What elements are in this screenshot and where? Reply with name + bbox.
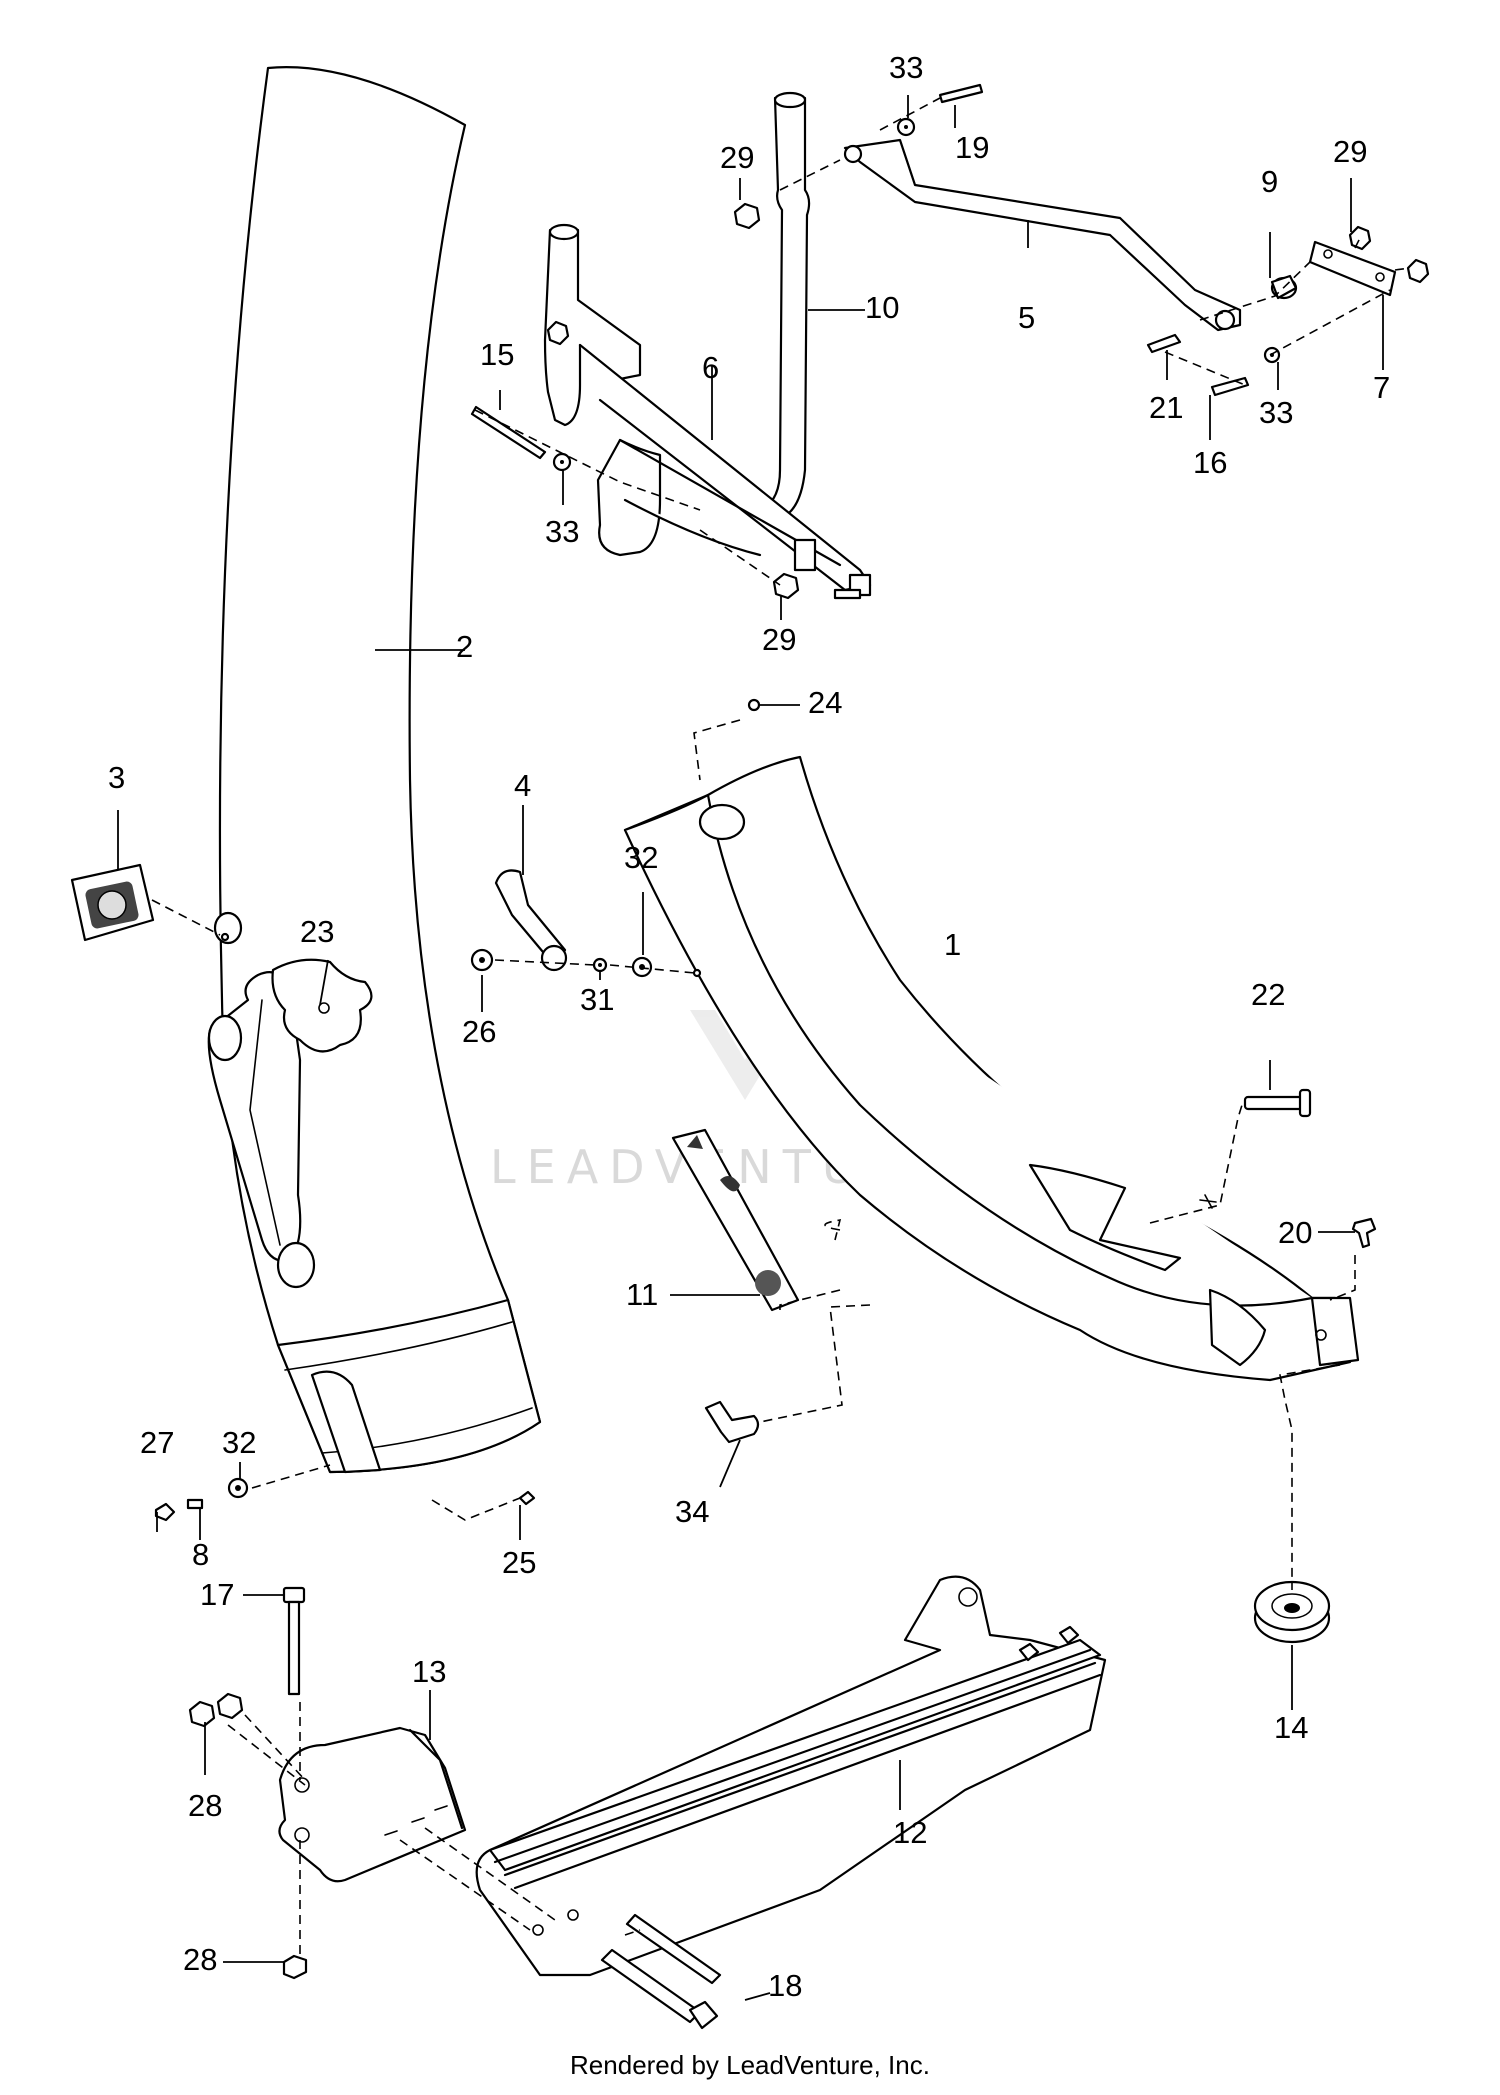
callout-leader-lines	[117, 95, 1384, 2001]
callout-29-top-right: 29	[1333, 134, 1367, 169]
hex-nuts	[546, 202, 1430, 600]
part-22-bolt[interactable]	[1243, 1088, 1312, 1118]
callout-27: 27	[140, 1425, 174, 1460]
callout-labels: 1 2 3 4 5 6 7 8 9 10 11 12 13 14 15 16 1…	[108, 50, 1390, 2003]
callout-3: 3	[108, 760, 125, 795]
part-2-lower-chute[interactable]	[207, 66, 542, 1474]
callout-16: 16	[1193, 445, 1227, 480]
part-28-nuts[interactable]	[188, 1692, 308, 1980]
callout-13: 13	[412, 1654, 446, 1689]
part-6-bracket-frame[interactable]	[543, 223, 872, 600]
callout-15: 15	[480, 337, 514, 372]
part-17-bolt[interactable]	[282, 1586, 306, 1696]
callout-1: 1	[944, 927, 961, 962]
callout-33-top: 33	[889, 50, 923, 85]
callout-29-top-left: 29	[720, 140, 754, 175]
part-4-lever[interactable]	[494, 869, 568, 972]
callout-18: 18	[768, 1968, 802, 2003]
callout-24: 24	[808, 685, 842, 720]
callout-22: 22	[1251, 977, 1285, 1012]
part-5-linkage-rod[interactable]	[843, 138, 1242, 332]
callout-29-bottom: 29	[762, 622, 796, 657]
callout-17: 17	[200, 1577, 234, 1612]
callout-26: 26	[462, 1014, 496, 1049]
callout-25: 25	[502, 1545, 536, 1580]
part-7-mounting-plate[interactable]	[1308, 240, 1397, 297]
callout-5: 5	[1018, 300, 1035, 335]
callout-7: 7	[1373, 370, 1390, 405]
callout-21: 21	[1149, 390, 1183, 425]
part-13-side-bracket[interactable]	[278, 1726, 467, 1883]
part-10-upright-tube[interactable]	[753, 91, 811, 522]
callout-32-lower: 32	[222, 1425, 256, 1460]
part-3-decal[interactable]	[70, 863, 155, 942]
part-18-bolt[interactable]	[600, 1913, 722, 2030]
callout-4: 4	[514, 768, 531, 803]
callout-19: 19	[955, 130, 989, 165]
part-11-warning-decal[interactable]	[671, 1128, 800, 1312]
part-12-crossbar[interactable]	[475, 1575, 1107, 1977]
callout-6: 6	[702, 350, 719, 385]
callout-32-upper: 32	[624, 840, 658, 875]
callout-12: 12	[893, 1815, 927, 1850]
callout-31: 31	[580, 982, 614, 1017]
rendered-by-footer: Rendered by LeadVenture, Inc.	[570, 2050, 930, 2080]
part-14-grommet[interactable]	[1253, 1580, 1331, 1644]
callout-8: 8	[192, 1537, 209, 1572]
callout-20: 20	[1278, 1215, 1312, 1250]
callout-14: 14	[1274, 1710, 1308, 1745]
callout-28-upper: 28	[188, 1788, 222, 1823]
assembly-dashed-lines	[151, 97, 1411, 1955]
callout-33-right: 33	[1259, 395, 1293, 430]
callout-11: 11	[626, 1277, 658, 1312]
callout-28-lower: 28	[183, 1942, 217, 1977]
callout-2: 2	[456, 629, 473, 664]
callout-10: 10	[865, 290, 899, 325]
part-1-chute-deflector[interactable]	[623, 755, 1360, 1382]
callout-23: 23	[300, 914, 334, 949]
bolts-and-washers-top	[470, 83, 1281, 472]
callout-34: 34	[675, 1494, 709, 1529]
callout-9: 9	[1261, 164, 1278, 199]
callout-33-mid: 33	[545, 514, 579, 549]
